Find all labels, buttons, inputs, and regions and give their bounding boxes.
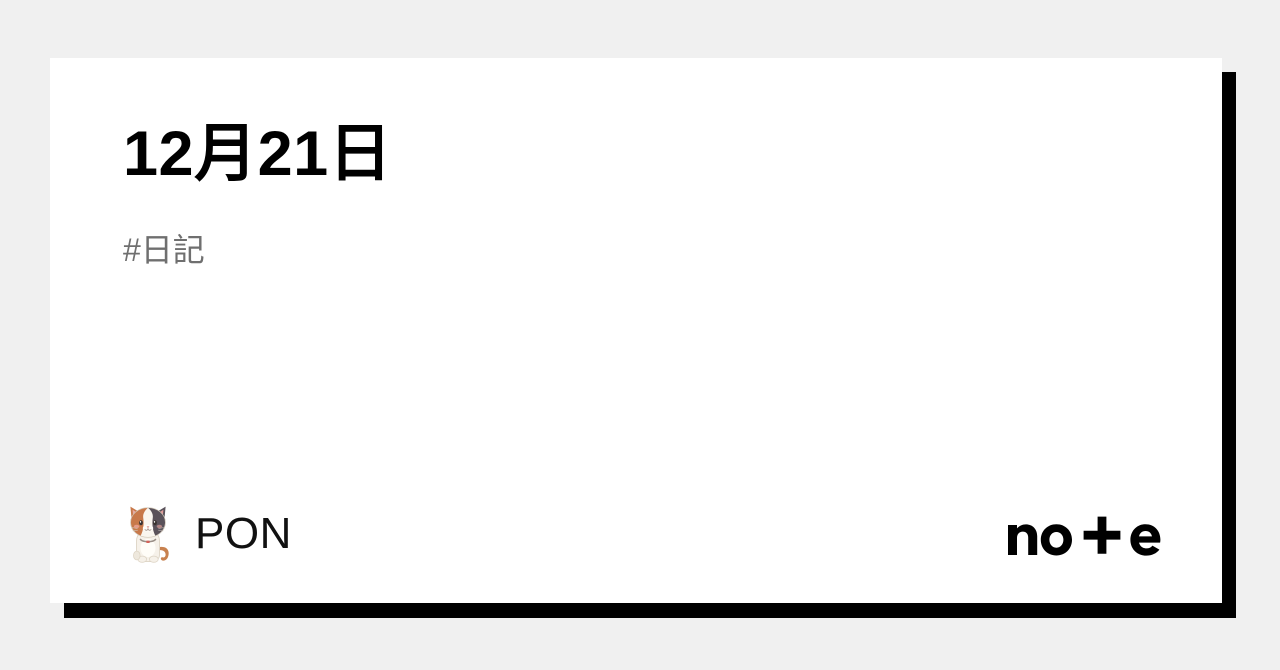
calico-cat-avatar-icon xyxy=(124,503,172,565)
page-title: 12月21日 xyxy=(123,119,393,189)
article-card[interactable]: 12月21日 #日記 xyxy=(50,58,1222,603)
note-logo-icon[interactable] xyxy=(1008,516,1168,556)
article-hashtag[interactable]: #日記 xyxy=(123,232,205,268)
card-footer: PON xyxy=(50,453,1222,603)
author-block[interactable]: PON xyxy=(124,503,292,565)
article-card-inner: 12月21日 #日記 xyxy=(50,58,1222,603)
author-name: PON xyxy=(195,509,292,558)
